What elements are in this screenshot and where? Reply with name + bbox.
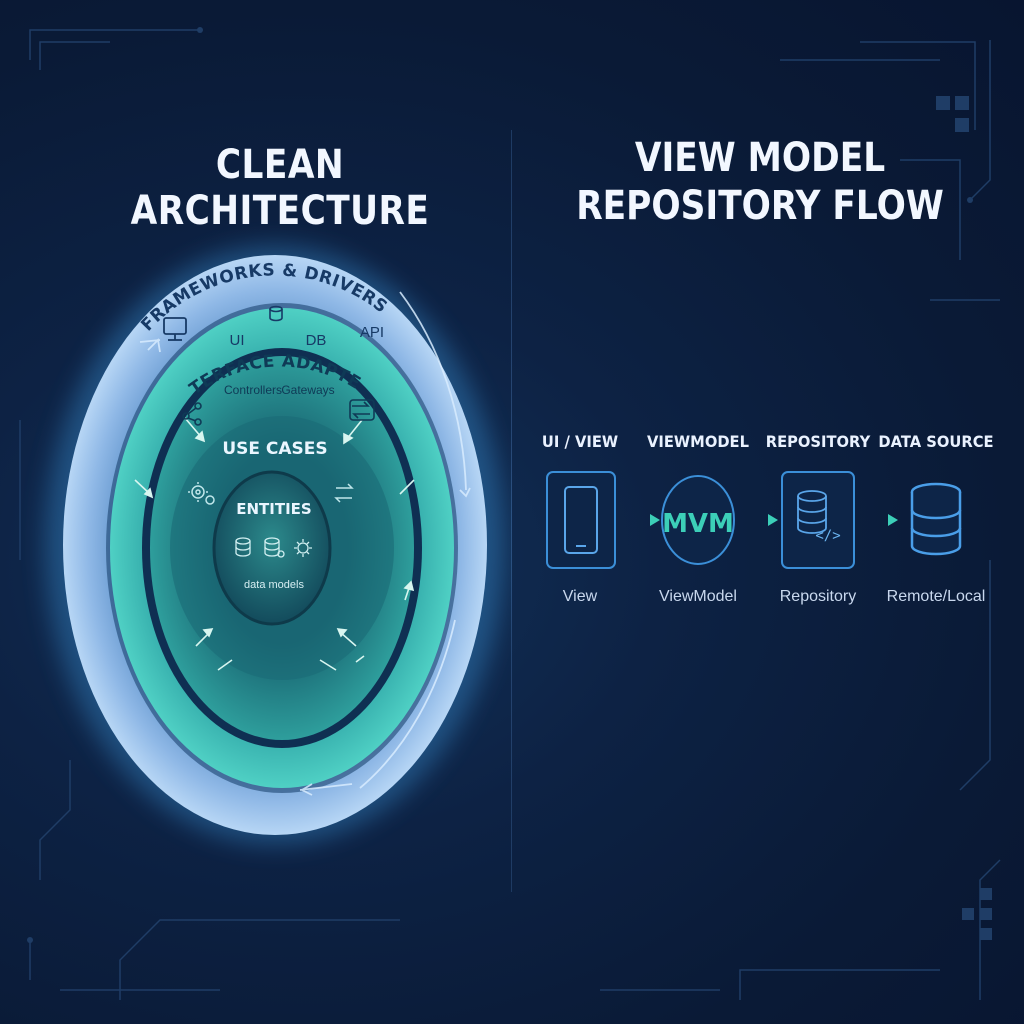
controllers-item: Controllers <box>224 383 282 397</box>
exchange-icon <box>334 483 354 503</box>
share-icon <box>182 402 202 426</box>
db-item: DB <box>306 332 327 349</box>
monitor-icon <box>163 317 187 341</box>
inner-arrows <box>134 417 415 671</box>
flow-caption-view: View <box>562 588 598 605</box>
swap-icon <box>349 399 375 421</box>
flow-label-data-source: DATA SOURCE <box>878 432 994 451</box>
api-item: API <box>360 324 384 341</box>
use-cases-label: USE CASES <box>222 439 327 459</box>
view-model-repository-title: VIEW MODEL REPOSITORY FLOW <box>571 134 949 230</box>
flow-caption-remote-local: Remote/Local <box>886 588 986 605</box>
flow-label-viewmodel: VIEWMODEL <box>647 432 749 451</box>
entity-db-icon <box>235 537 251 557</box>
right-title-line-1: VIEW MODEL <box>634 135 886 181</box>
clean-architecture-diagram: FRAMEWORKS & DRIVERS INTERFACE ADAPTERS … <box>0 0 505 845</box>
entity-gear-icon <box>294 539 312 557</box>
gears-icon <box>188 482 215 505</box>
gateways-item: Gateways <box>281 383 334 397</box>
data-models-caption: data models <box>244 579 304 591</box>
section-divider <box>511 130 512 892</box>
right-title-line-2: REPOSITORY FLOW <box>576 183 944 229</box>
ui-item: UI <box>230 332 245 349</box>
db-icon <box>269 305 283 322</box>
entities-label: ENTITIES <box>236 500 311 518</box>
flow-label-ui-view: UI / VIEW <box>541 432 619 451</box>
flow-label-repository: REPOSITORY <box>765 432 871 451</box>
flow-caption-viewmodel: ViewModel <box>659 588 737 605</box>
flow-caption-repository: Repository <box>779 588 857 605</box>
clean-architecture-title: CLEAN ARCHITECTURE <box>130 142 430 234</box>
entity-settings-db-icon <box>264 537 285 558</box>
flow-arrows <box>139 291 471 796</box>
entities-core <box>212 470 332 626</box>
